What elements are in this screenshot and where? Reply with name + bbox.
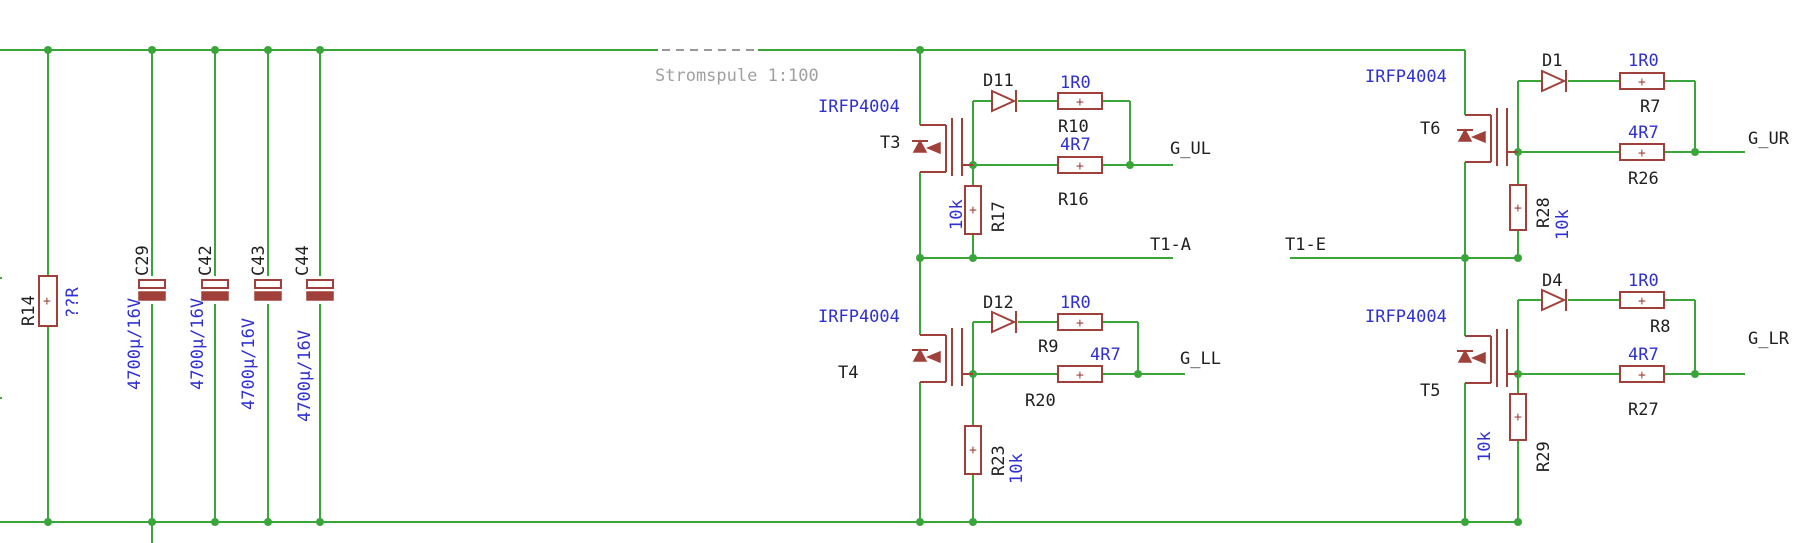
net-label-g-lr: G_LR [1748,329,1790,349]
junctions [44,46,1699,526]
svg-text:+: + [1638,146,1646,161]
r20-name: R20 [1025,391,1056,411]
diode-d11[interactable]: D11 [983,71,1017,113]
r28-value: 10k [1553,209,1573,240]
r29-name: R29 [1534,441,1554,472]
svg-text:+: + [1076,316,1084,331]
capacitor-c42[interactable]: C42 4700µ/16V [188,245,229,390]
r17-name: R17 [989,201,1009,232]
t6-value: IRFP4004 [1365,67,1447,87]
net-label-g-ur: G_UR [1748,129,1790,149]
r7-value: 1R0 [1628,51,1659,71]
r23-name: R23 [989,445,1009,476]
r16-value: 4R7 [1060,135,1091,155]
resistor-r16[interactable]: + 4R7 R16 [1057,135,1103,210]
c44-name: C44 [293,245,313,276]
r26-name: R26 [1628,169,1659,189]
diode-d4[interactable]: D4 [1541,271,1567,312]
net-label-g-ul: G_UL [1170,139,1211,159]
r27-name: R27 [1628,400,1659,420]
c29-value: 4700µ/16V [125,298,145,390]
c42-name: C42 [196,245,216,276]
t5-name: T5 [1420,381,1440,401]
d11-name: D11 [983,71,1014,91]
r27-value: 4R7 [1628,345,1659,365]
t3-value: IRFP4004 [818,97,900,117]
svg-text:+: + [1638,368,1646,383]
r7-name: R7 [1640,97,1660,117]
diode-d12[interactable]: D12 [983,293,1017,334]
svg-text:+: + [969,443,977,458]
resistor-r23[interactable]: + R23 10k [964,425,1027,484]
svg-text:+: + [1076,95,1084,110]
diode-d1[interactable]: D1 [1541,51,1567,93]
mosfet-t3[interactable]: T3 IRFP4004 [818,97,973,176]
svg-text:+: + [1514,201,1522,216]
d12-name: D12 [983,293,1014,313]
net-label-t1e: T1-E [1285,235,1326,255]
svg-text:+: + [1514,410,1522,425]
mosfet-t6[interactable]: T6 IRFP4004 [1365,67,1518,166]
r14-value: ??R [63,287,83,318]
resistor-r7[interactable]: + 1R0 R7 [1619,51,1665,117]
t4-name: T4 [838,363,858,383]
svg-text:+: + [1076,159,1084,174]
svg-text:+: + [969,203,977,218]
resistor-r10[interactable]: + 1R0 R10 [1057,73,1103,137]
r29-value: 10k [1475,431,1495,462]
capacitor-c29[interactable]: C29 4700µ/16V [125,245,166,390]
resistor-r29[interactable]: + 10k R29 [1475,393,1554,472]
r26-value: 4R7 [1628,123,1659,143]
stromspule-note: Stromspule 1:100 [655,66,819,86]
mosfet-t4[interactable]: T4 IRFP4004 [818,307,973,386]
mosfet-t5[interactable]: T5 IRFP4004 [1365,307,1518,401]
wires [0,49,1745,543]
r20-value: 4R7 [1090,345,1121,365]
r16-name: R16 [1058,190,1089,210]
t5-value: IRFP4004 [1365,307,1447,327]
r10-name: R10 [1058,117,1089,137]
resistor-r28[interactable]: + R28 10k [1509,184,1573,240]
c42-value: 4700µ/16V [188,298,208,390]
c44-value: 4700µ/16V [295,330,315,422]
r8-value: 1R0 [1628,271,1659,291]
capacitor-c44[interactable]: C44 4700µ/16V [293,245,334,422]
c43-name: C43 [249,245,269,276]
resistor-r17[interactable]: + 10k R17 [947,185,1009,235]
resistor-r20[interactable]: + 4R7 R20 [1025,345,1121,411]
r8-name: R8 [1650,317,1670,337]
net-label-t1a: T1-A [1150,235,1191,255]
r17-value: 10k [947,199,967,230]
t3-name: T3 [880,133,900,153]
d1-name: D1 [1542,51,1562,71]
svg-text:+: + [1076,368,1084,383]
d4-name: D4 [1542,271,1562,291]
resistor-r14[interactable]: + R14 ??R [19,275,83,327]
t4-value: IRFP4004 [818,307,900,327]
net-label-g-ll: G_LL [1180,349,1221,369]
svg-text:+: + [1638,75,1646,90]
svg-text:+: + [1638,294,1646,309]
resistor-r9[interactable]: + 1R0 R9 [1038,293,1103,357]
r10-value: 1R0 [1060,73,1091,93]
svg-text:+: + [43,294,51,309]
resistor-r27[interactable]: + 4R7 R27 [1619,345,1665,420]
t6-name: T6 [1420,119,1440,139]
r23-value: 10k [1007,453,1027,484]
resistor-r26[interactable]: + 4R7 R26 [1619,123,1665,189]
capacitor-c43[interactable]: C43 4700µ/16V [239,245,282,410]
c43-value: 4700µ/16V [239,318,259,410]
resistor-r8[interactable]: + 1R0 R8 [1619,271,1670,337]
r14-name: R14 [19,295,39,326]
r28-name: R28 [1534,197,1554,228]
c29-name: C29 [133,245,153,276]
r9-value: 1R0 [1060,293,1091,313]
r9-name: R9 [1038,337,1058,357]
